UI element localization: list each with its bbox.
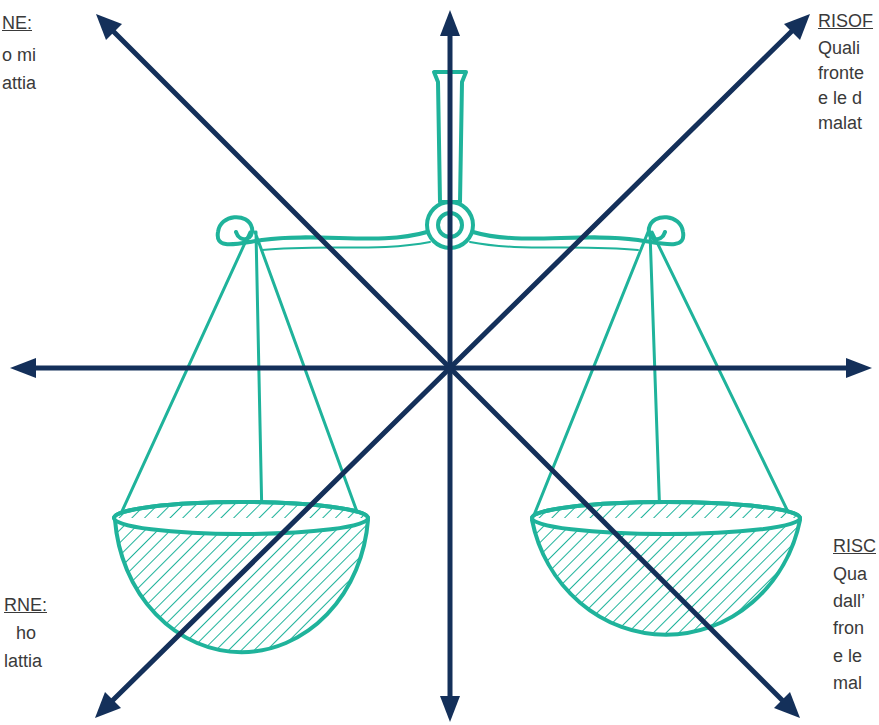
- section-heading: RISOF: [818, 10, 873, 32]
- section-text: fron: [833, 617, 864, 639]
- section-text: ho: [16, 622, 36, 644]
- section-text: e le d: [818, 87, 862, 109]
- direction-arrows: [10, 10, 872, 722]
- section-heading: RISC: [833, 535, 876, 557]
- section-text: attia: [2, 72, 36, 94]
- section-text: mal: [833, 672, 862, 694]
- section-text: o mi: [2, 44, 36, 66]
- section-text: malat: [818, 112, 862, 134]
- section-text: lattia: [4, 650, 42, 672]
- section-heading: RNE:: [4, 594, 47, 616]
- section-text: Qua: [833, 563, 867, 585]
- section-text: e le: [833, 645, 862, 667]
- section-text: fronte: [818, 62, 864, 84]
- section-text: dall’: [833, 590, 865, 612]
- section-heading: NE:: [2, 12, 32, 34]
- section-text: Quali: [818, 37, 860, 59]
